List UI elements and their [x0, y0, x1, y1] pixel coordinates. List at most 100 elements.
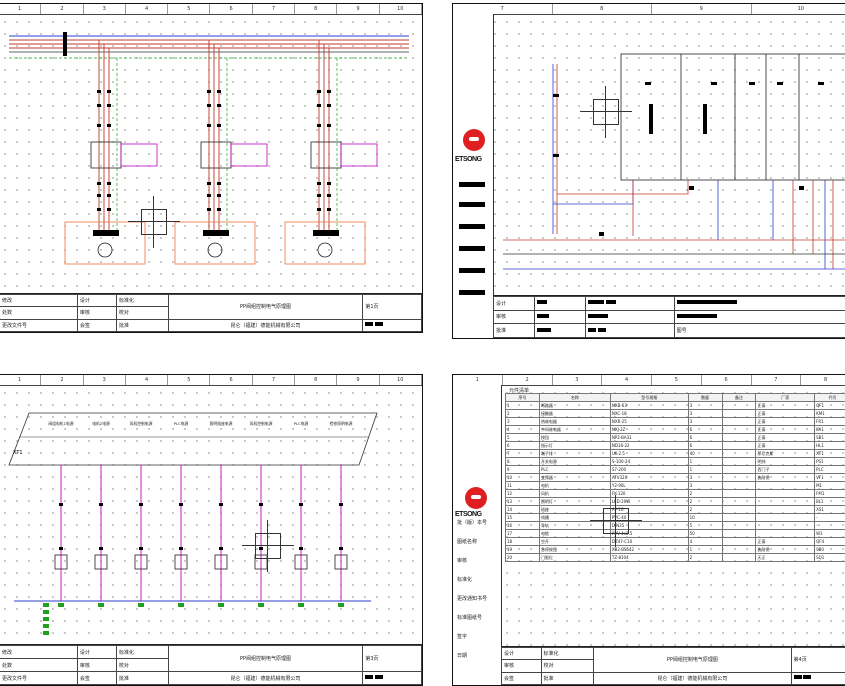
branch-label: PLC电源: [161, 421, 201, 427]
table-cell: 电机: [539, 482, 610, 490]
table-cell: 3: [688, 482, 722, 490]
sheet-revision: 第4页: [791, 648, 845, 673]
component-marker: [99, 547, 103, 550]
table-cell: [756, 498, 815, 506]
side-label: 标准图纸号: [457, 614, 482, 621]
table-cell: 风机: [539, 490, 610, 498]
tb-cell: 标准化: [116, 646, 168, 659]
table-cell: 18: [506, 538, 540, 546]
table-column-header: 备注: [722, 394, 756, 402]
table-cell: [722, 530, 756, 538]
tb-row-label: 更改文件号: [0, 319, 77, 331]
tb-cell: 校对: [116, 659, 168, 672]
table-cell: ND16-22: [610, 442, 688, 450]
table-cell: 开关电源: [539, 458, 610, 466]
component-marker: [59, 503, 63, 506]
output-terminal: [258, 603, 264, 607]
component-marker: [219, 503, 223, 506]
table-cell: -: [815, 522, 845, 530]
contactor-block: [91, 142, 121, 168]
table-cell: DZ47-C10: [610, 538, 688, 546]
component-marker: [207, 124, 211, 127]
table-cell: 明纬: [756, 458, 815, 466]
table-cell: [722, 482, 756, 490]
control-circuit-box: [341, 144, 377, 166]
tb-cell: 批准: [494, 324, 535, 338]
tb-cell: 校对: [116, 307, 168, 319]
table-cell: [756, 530, 815, 538]
component-marker: [217, 90, 221, 93]
component-marker: [317, 90, 321, 93]
tb-cell: 批准: [116, 319, 168, 331]
table-column-header: 数量: [688, 394, 722, 402]
table-cell: [722, 506, 756, 514]
tb-row-label: 更改文件号: [0, 672, 77, 685]
main-circuit-diagram: [0, 4, 423, 333]
component-marker: [217, 194, 221, 197]
table-cell: 5: [688, 522, 722, 530]
contactor-block: [311, 142, 341, 168]
terminal-block: [43, 603, 49, 607]
table-cell: SB1: [815, 434, 845, 442]
table-cell: [722, 546, 756, 554]
cursor-crosshair: [593, 99, 619, 125]
table-cell: NXC-18: [610, 410, 688, 418]
tb-cell: 审核: [77, 659, 116, 672]
table-cell: 正泰: [756, 442, 815, 450]
ruler-column-number: 8: [801, 375, 845, 385]
table-cell: 正泰: [756, 410, 815, 418]
tb-cell: 审核: [502, 660, 542, 672]
component-marker: [107, 208, 111, 211]
component-marker: [107, 194, 111, 197]
tb-row-label: 处数: [0, 659, 77, 672]
output-terminal: [298, 603, 304, 607]
table-cell: PLC: [539, 466, 610, 474]
cabinet-layout-diagram: [453, 4, 845, 339]
table-cell: 11: [506, 482, 540, 490]
output-terminal: [98, 603, 104, 607]
table-cell: 6: [506, 442, 540, 450]
table-cell: 插座: [539, 506, 610, 514]
table-cell: 正泰: [756, 434, 815, 442]
tb-cell: 设计: [77, 646, 116, 659]
table-cell: 16: [506, 522, 540, 530]
table-cell: 9: [506, 466, 540, 474]
table-cell: TZ-8104: [610, 554, 688, 562]
tb-cell: 设计: [494, 297, 535, 311]
table-cell: [722, 490, 756, 498]
component-marker: [327, 194, 331, 197]
company-name: 昆仑（福建）德能机械有限公司: [168, 672, 363, 685]
control-circuit-box: [121, 144, 157, 166]
component-marker: [327, 104, 331, 107]
output-terminal: [138, 603, 144, 607]
table-cell: SQ1: [815, 554, 845, 562]
component-marker: [327, 124, 331, 127]
branch-label: 照明插座电源: [201, 421, 241, 427]
tb-cell: 批准: [116, 672, 168, 685]
table-cell: PLC: [815, 466, 845, 474]
table-cell: 急停按钮: [539, 546, 610, 554]
table-cell: 2: [506, 410, 540, 418]
table-cell: 4: [688, 538, 722, 546]
table-cell: ATV320: [610, 474, 688, 482]
table-cell: KA1: [815, 426, 845, 434]
component-marker: [97, 90, 101, 93]
output-terminal: [338, 603, 344, 607]
table-cell: 2: [688, 554, 722, 562]
company-name: 昆仑（福建）德能机械有限公司: [594, 672, 791, 684]
component-marker: [97, 182, 101, 185]
component-marker: [259, 503, 263, 506]
tb-blackout: [586, 324, 674, 338]
component-marker: [99, 503, 103, 506]
side-label: 审核: [457, 557, 467, 564]
table-cell: 2: [688, 490, 722, 498]
